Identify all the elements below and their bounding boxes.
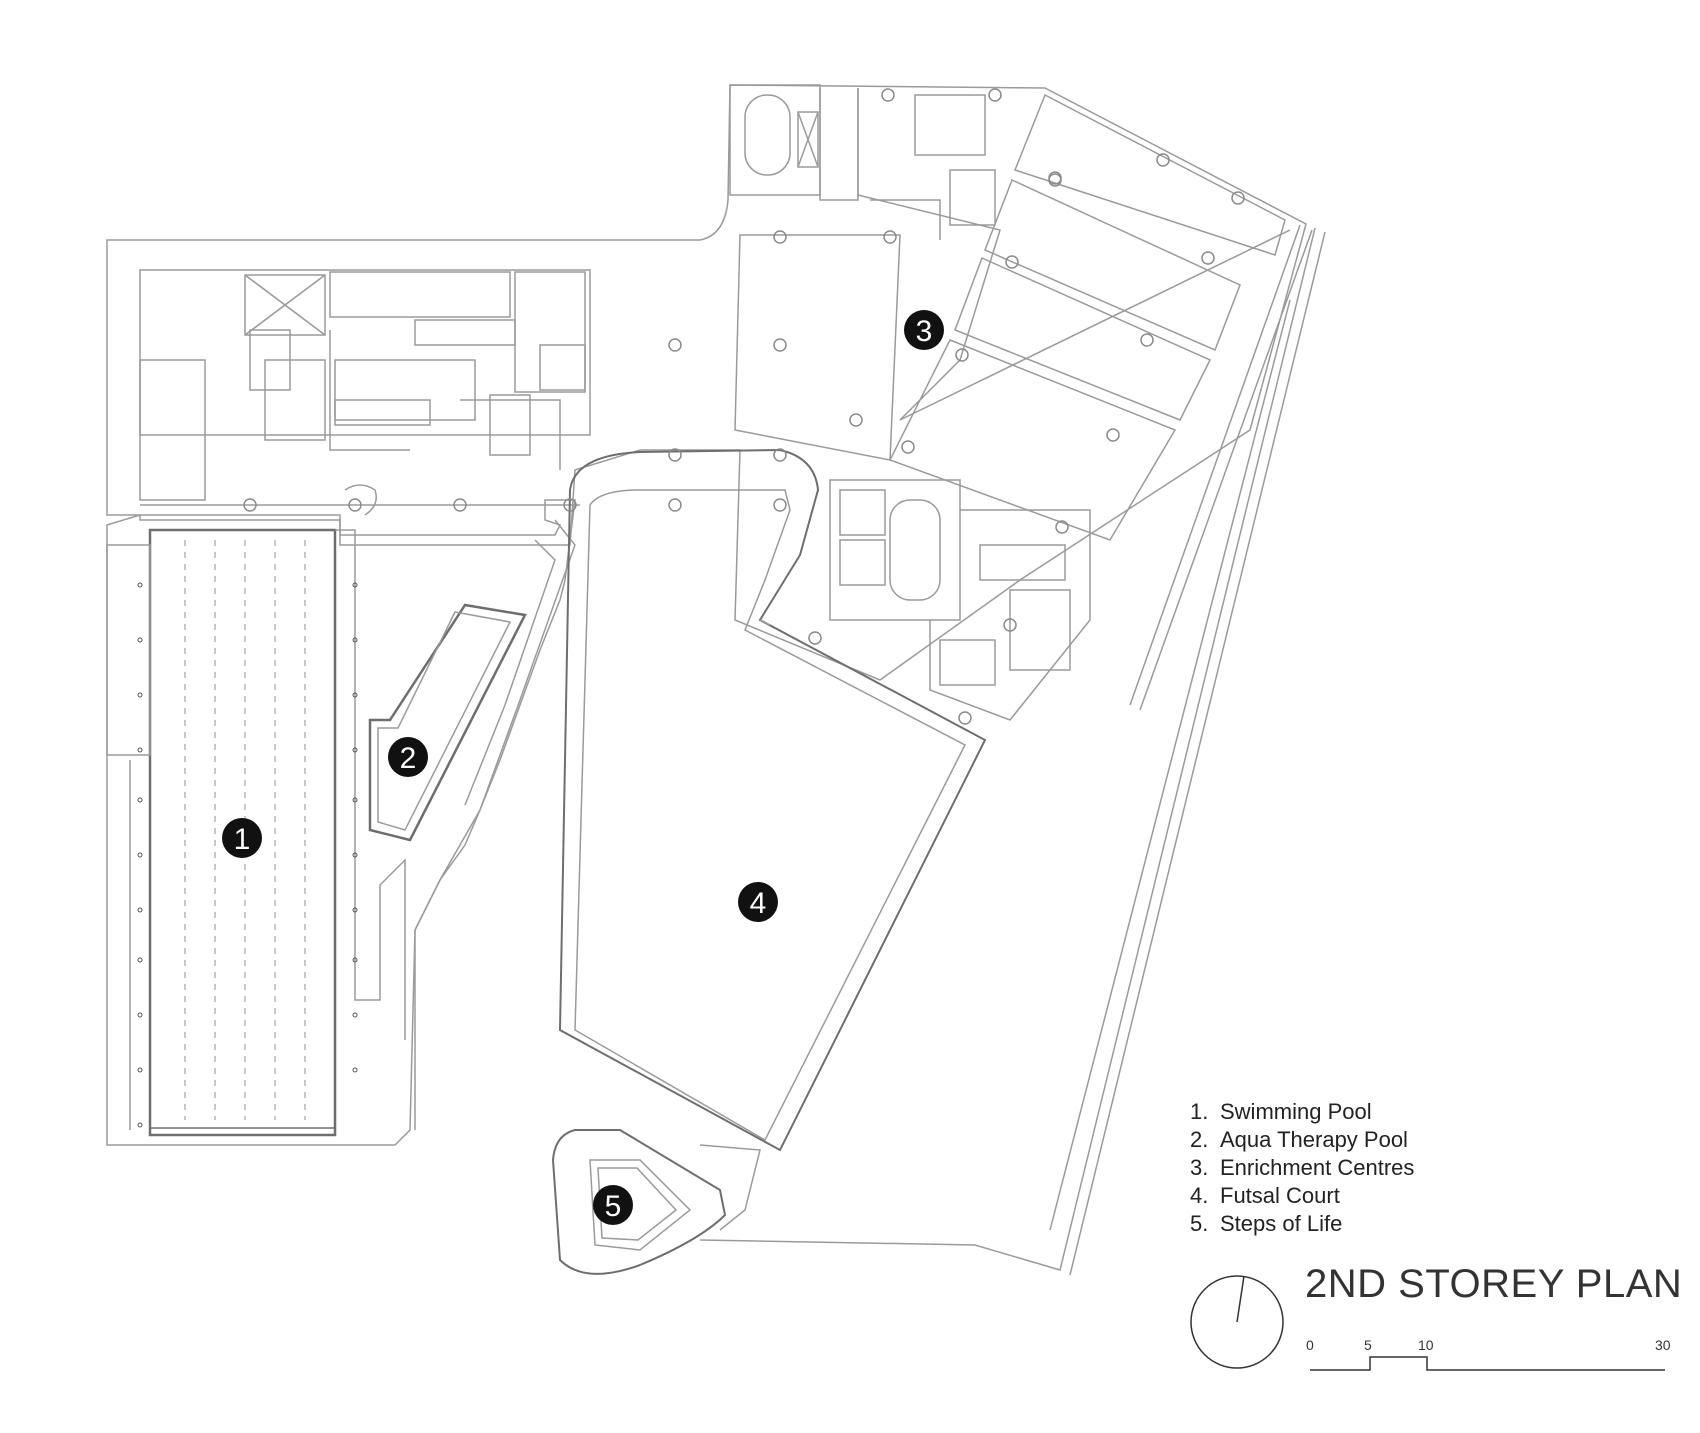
aqua-therapy-pool xyxy=(368,603,527,842)
legend-item: 1. Swimming Pool xyxy=(1190,1098,1414,1126)
ramp xyxy=(414,519,576,1130)
legend-item: 2. Aqua Therapy Pool xyxy=(1190,1126,1414,1154)
marker-2-label: 2 xyxy=(400,742,417,775)
scale-tick-10: 10 xyxy=(1418,1337,1434,1353)
legend-text: Aqua Therapy Pool xyxy=(1220,1127,1408,1152)
legend-text: Steps of Life xyxy=(1220,1211,1343,1236)
marker-1-label: 1 xyxy=(234,823,251,856)
legend-text: Futsal Court xyxy=(1220,1183,1340,1208)
scale-bar: 0 5 10 30 xyxy=(1306,1337,1671,1371)
spiral-stair xyxy=(344,484,377,516)
northwest-wing xyxy=(106,84,1307,681)
pool-side-columns xyxy=(137,582,358,1128)
building-outline xyxy=(106,227,1326,1276)
marker-4-label: 4 xyxy=(750,887,767,920)
legend: 1. Swimming Pool 2. Aqua Therapy Pool 3. En… xyxy=(1190,1098,1414,1238)
marker-3-label: 3 xyxy=(916,315,933,348)
scale-tick-0: 0 xyxy=(1306,1337,1314,1353)
legend-item: 5. Steps of Life xyxy=(1190,1210,1414,1238)
legend-text: Enrichment Centres xyxy=(1220,1155,1415,1180)
central-core xyxy=(829,479,1091,721)
steps-of-life xyxy=(551,1129,727,1275)
north-stair-tower xyxy=(729,84,859,201)
futsal-court xyxy=(558,448,987,1231)
marker-1: 1 xyxy=(222,818,262,858)
legend-number: 2. xyxy=(1190,1127,1209,1152)
marker-3: 3 xyxy=(904,310,944,350)
marker-5: 5 xyxy=(593,1185,633,1225)
enrichment-wing xyxy=(734,88,1313,711)
scale-tick-30: 30 xyxy=(1655,1337,1671,1353)
legend-number: 3. xyxy=(1190,1155,1209,1180)
legend-number: 1. xyxy=(1190,1099,1209,1124)
legend-text: Swimming Pool xyxy=(1220,1099,1372,1124)
legend-item: 3. Enrichment Centres xyxy=(1190,1154,1414,1182)
marker-4: 4 xyxy=(738,882,778,922)
legend-item: 4. Futsal Court xyxy=(1190,1182,1414,1210)
legend-number: 4. xyxy=(1190,1183,1209,1208)
marker-2: 2 xyxy=(388,737,428,777)
plan-title: 2ND STOREY PLAN xyxy=(1305,1262,1683,1306)
columns xyxy=(243,88,1245,725)
marker-5-label: 5 xyxy=(605,1190,622,1223)
legend-number: 5. xyxy=(1190,1211,1209,1236)
north-arrow-icon xyxy=(1190,1275,1284,1369)
scale-tick-5: 5 xyxy=(1364,1337,1372,1353)
swimming-pool xyxy=(106,528,406,1137)
